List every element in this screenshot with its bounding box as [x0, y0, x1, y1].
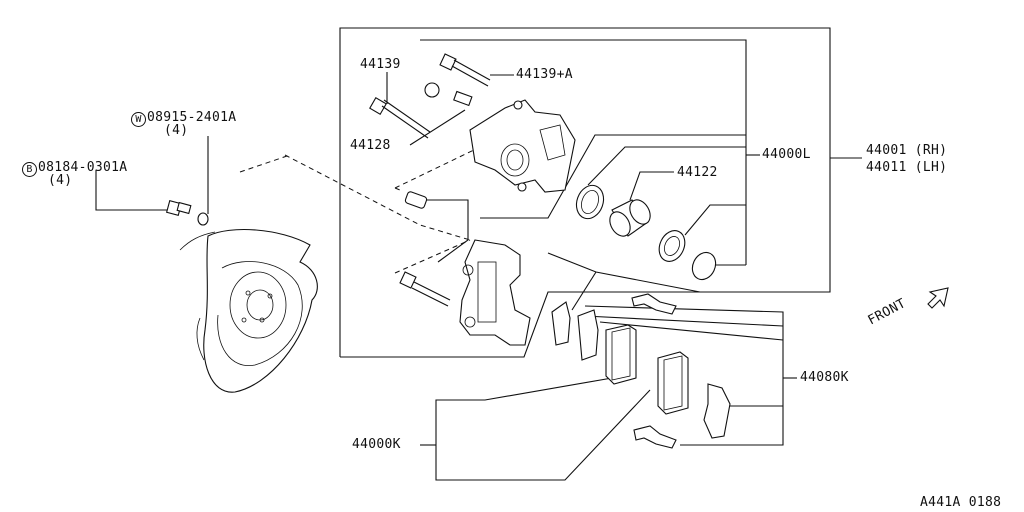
label-44001: 44001 (RH): [866, 143, 948, 158]
pad-clip-upper: [631, 293, 677, 315]
dust-cap: [691, 251, 717, 281]
shim-left: [551, 301, 571, 346]
label-44000L: 44000L: [762, 147, 811, 162]
label-44080K: 44080K: [800, 370, 849, 385]
washer-part-number: 08915-2401A: [147, 110, 237, 125]
lock-washer: [197, 212, 209, 226]
label-44000K: 44000K: [352, 437, 401, 452]
caliper-body: [469, 99, 576, 193]
piston-boot: [658, 230, 686, 262]
mounting-bolt: [165, 199, 192, 217]
washer-symbol: W: [131, 112, 146, 127]
brake-pad-inner: [605, 324, 637, 385]
frame-44000L: [420, 39, 747, 265]
washer-qty: (4): [164, 123, 189, 138]
label-44128: 44128: [350, 138, 391, 153]
label-44122: 44122: [677, 165, 718, 180]
sleeve-upper: [404, 191, 428, 209]
frame-assembly: [339, 27, 831, 358]
shim-left-2: [577, 309, 599, 361]
label-44139: 44139: [360, 57, 401, 72]
torque-member: [459, 239, 531, 346]
front-arrow-icon: [927, 287, 949, 309]
piston-seal: [575, 184, 605, 220]
bolt-qty: (4): [48, 173, 73, 188]
lower-pin: [399, 271, 451, 307]
backing-plate: [179, 229, 318, 393]
piston: [609, 199, 651, 237]
bolt-part-number: 08184-0301A: [38, 160, 128, 175]
label-44139a: 44139+A: [516, 67, 573, 82]
brake-pad-outer: [657, 351, 689, 415]
guide-pin-44139a: [424, 53, 491, 107]
bolt-symbol: B: [22, 162, 37, 177]
reference-code: A441A 0188: [920, 495, 1002, 510]
shim-right: [703, 383, 731, 439]
pad-clip-lower: [633, 425, 677, 449]
guide-pin-44139: [369, 97, 431, 139]
label-44011: 44011 (LH): [866, 160, 948, 175]
